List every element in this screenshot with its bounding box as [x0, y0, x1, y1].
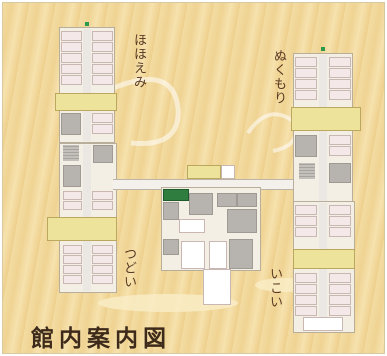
service-area — [163, 239, 179, 255]
zone-label-southeast: いこい — [267, 267, 282, 309]
room — [61, 53, 82, 63]
room — [92, 53, 113, 63]
zone-label-northwest: ほほえみ — [131, 33, 146, 89]
room — [329, 205, 351, 215]
southeast-hall — [293, 249, 355, 269]
service-area — [93, 145, 113, 163]
room — [329, 146, 351, 156]
room — [329, 284, 351, 294]
service-area — [217, 193, 237, 207]
room — [329, 227, 351, 237]
room — [92, 265, 113, 274]
room — [61, 42, 82, 52]
service-area — [163, 202, 179, 220]
room — [329, 295, 351, 305]
central-room — [221, 165, 235, 179]
bath-room — [181, 241, 205, 269]
room — [63, 201, 82, 210]
room — [295, 90, 317, 100]
map-title: 館内案内図 — [31, 325, 171, 352]
room — [295, 306, 317, 316]
service-area — [227, 209, 257, 233]
room — [92, 31, 113, 41]
floor-map: ほほえみ ぬくもり つどい いこい 館内案内図 — [2, 2, 385, 354]
room — [295, 227, 317, 237]
entrance-room — [163, 189, 189, 201]
room — [329, 79, 351, 89]
room — [295, 295, 317, 305]
service-area — [61, 113, 81, 135]
office-room — [179, 219, 205, 233]
room — [63, 265, 82, 274]
emergency-exit-icon — [321, 47, 325, 51]
room — [92, 255, 113, 264]
service-area — [229, 239, 253, 269]
room — [92, 113, 113, 123]
room — [329, 306, 351, 316]
room — [329, 216, 351, 226]
room — [92, 75, 113, 85]
room — [303, 317, 343, 331]
room — [61, 64, 82, 74]
room — [63, 255, 82, 264]
zone-label-northeast: ぬくもり — [271, 49, 286, 105]
service-area — [329, 163, 351, 183]
swirl-northeast — [246, 112, 298, 153]
room — [329, 90, 351, 100]
room — [92, 42, 113, 52]
room — [295, 68, 317, 78]
zone-label-southwest: つどい — [121, 247, 136, 289]
room — [295, 216, 317, 226]
room — [63, 191, 82, 200]
central-lobby — [187, 165, 221, 179]
stairs-icon — [299, 163, 315, 179]
service-area — [63, 165, 81, 187]
room — [61, 31, 82, 41]
service-area — [237, 193, 257, 207]
room — [329, 57, 351, 67]
emergency-exit-icon — [85, 22, 89, 26]
room — [61, 75, 82, 85]
room — [295, 284, 317, 294]
room — [295, 79, 317, 89]
northeast-hall — [291, 107, 361, 131]
room — [295, 57, 317, 67]
utility-room — [209, 241, 227, 269]
room — [92, 275, 113, 284]
service-area — [295, 135, 317, 157]
stairs-icon — [63, 145, 79, 161]
room — [63, 245, 82, 254]
swirl-northwest — [110, 77, 181, 147]
room — [92, 64, 113, 74]
northwest-corridor — [83, 29, 91, 141]
entrance-hall — [203, 269, 231, 305]
room — [92, 201, 113, 210]
southwest-hall — [47, 217, 117, 241]
room — [329, 68, 351, 78]
northwest-hall — [55, 93, 117, 111]
room — [329, 273, 351, 283]
service-area — [189, 193, 213, 215]
room — [295, 205, 317, 215]
room — [329, 135, 351, 145]
room — [295, 273, 317, 283]
room — [92, 124, 113, 134]
room — [63, 275, 82, 284]
room — [92, 245, 113, 254]
room — [92, 191, 113, 200]
